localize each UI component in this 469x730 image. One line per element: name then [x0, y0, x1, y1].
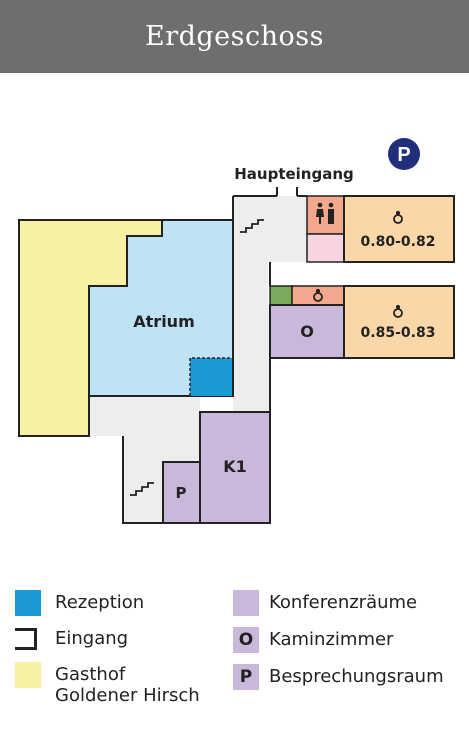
gasthof-swatch [15, 662, 41, 688]
kaminzimmer-letter: O [300, 322, 314, 341]
legend-besprechung-label: Besprechungsraum [269, 666, 444, 687]
accessible-wc[interactable] [291, 285, 345, 306]
besprechung-letter: P [176, 484, 187, 502]
kaminzimmer-swatch: O [233, 627, 259, 653]
green-room [269, 285, 293, 306]
room-080-082[interactable] [343, 195, 455, 263]
room-080-082-label: 0.80-0.82 [361, 234, 436, 250]
legend-gasthof-line1: Gasthof [55, 664, 126, 685]
k1-label: K1 [223, 457, 247, 476]
legend-gasthof: Gasthof Goldener Hirsch [15, 662, 200, 706]
room-085-083-label: 0.85-0.83 [361, 325, 436, 341]
wheelchair-icon [393, 304, 403, 318]
rezeption-border [189, 357, 232, 396]
legend-konferenz-label: Konferenzräume [269, 592, 418, 613]
besprechung-swatch: P [233, 664, 259, 690]
wc-room[interactable] [306, 195, 345, 235]
room-085-083[interactable] [343, 285, 455, 359]
main-entrance-label: Haupteingang [234, 165, 354, 183]
legend-gasthof-line2: Goldener Hirsch [55, 685, 200, 706]
wheelchair-icon [313, 288, 323, 302]
legend-eingang-label: Eingang [55, 628, 129, 649]
wheelchair-icon [393, 210, 403, 224]
parking-symbol: P [397, 144, 410, 166]
legend-eingang: Eingang [15, 626, 128, 650]
toilet-icon [316, 202, 334, 224]
floor-plan: P Haupteingang Atrium 0.80-0.82 0.85-0.8… [18, 138, 455, 524]
rezeption-swatch [15, 590, 41, 616]
atrium-label: Atrium [133, 312, 194, 331]
stairs-lower-icon [130, 482, 154, 496]
rezeption-area[interactable] [190, 358, 232, 396]
atrium-area[interactable] [88, 219, 234, 397]
legend-rezeption: Rezeption [15, 590, 144, 616]
legend-kaminzimmer: O Kaminzimmer [233, 627, 393, 653]
header-bar: Erdgeschoss [0, 0, 469, 73]
pink-room [306, 233, 345, 263]
legend-besprechung: P Besprechungsraum [233, 664, 444, 690]
legend-konferenz: Konferenzräume [233, 590, 417, 616]
main-entrance-marker [276, 187, 298, 196]
stairs-upper-icon [240, 219, 264, 233]
entrance-icon [15, 628, 37, 650]
parking-icon [388, 138, 420, 170]
page-title: Erdgeschoss [145, 21, 324, 52]
konferenz-swatch [233, 590, 259, 616]
k1-room[interactable] [199, 411, 271, 524]
legend-rezeption-label: Rezeption [55, 592, 145, 613]
legend-kaminzimmer-label: Kaminzimmer [269, 629, 394, 650]
